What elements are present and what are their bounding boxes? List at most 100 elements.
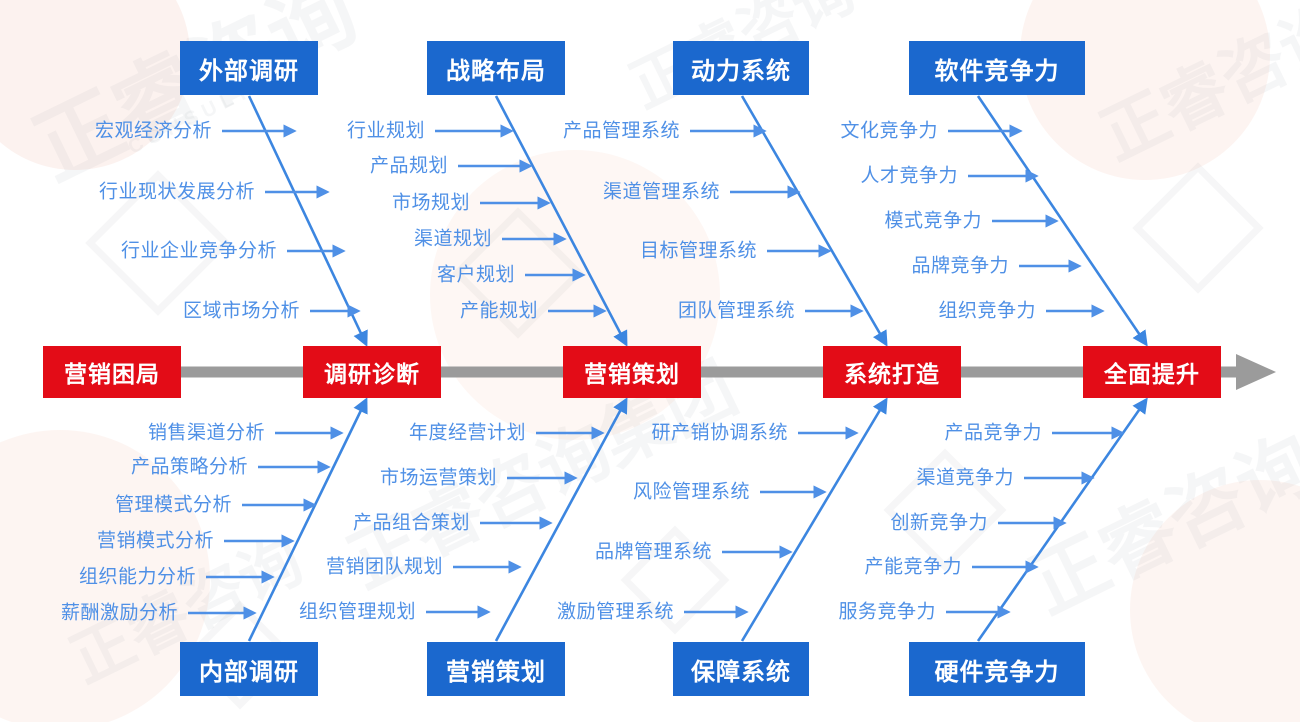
cause-label: 销售渠道分析 (0, 422, 265, 444)
box-label: 动力系统 (691, 57, 791, 85)
cause-text: 产品策略分析 (130, 456, 248, 478)
cause-label: 组织能力分析 (0, 566, 196, 588)
box-label: 营销困局 (64, 361, 160, 387)
category-box-top-3[interactable]: 软件竞争力 (909, 41, 1085, 95)
cause-label: 市场规划 (0, 192, 470, 214)
cause-text: 品牌竞争力 (911, 255, 1009, 277)
cause-label: 产能规划 (0, 300, 538, 322)
rib-bot-1 (247, 397, 368, 642)
cause-label: 年度经营计划 (0, 422, 526, 444)
cause-label: 产品组合策划 (0, 512, 470, 534)
rib-top-1 (247, 95, 368, 347)
cause-text: 品牌管理系统 (594, 541, 712, 563)
cause-label: 宏观经济分析 (0, 120, 212, 142)
box-label: 系统打造 (844, 361, 940, 387)
category-box-bottom-2[interactable]: 保障系统 (673, 642, 809, 696)
rib-bot-3 (740, 397, 888, 642)
box-label: 战略布局 (446, 57, 546, 85)
spine-arrow-head (1236, 354, 1276, 390)
cause-text: 组织能力分析 (78, 566, 196, 588)
cause-label: 团队管理系统 (0, 300, 795, 322)
spine-node-4[interactable]: 全面提升 (1083, 346, 1221, 398)
cause-label: 渠道规划 (0, 229, 492, 249)
cause-text: 模式竞争力 (884, 210, 982, 232)
category-box-top-1[interactable]: 战略布局 (427, 41, 565, 95)
cause-text: 宏观经济分析 (94, 120, 212, 142)
cause-text: 产品组合策划 (352, 512, 470, 534)
cause-text: 行业规划 (346, 120, 425, 142)
category-box-top-2[interactable]: 动力系统 (673, 41, 809, 95)
cause-label: 文化竞争力 (0, 120, 938, 142)
cause-arrows (188, 124, 1125, 620)
category-box-top-0[interactable]: 外部调研 (180, 41, 318, 95)
spine-node-0[interactable]: 营销困局 (43, 346, 181, 398)
cause-text: 产品竞争力 (944, 422, 1042, 444)
box-label: 调研诊断 (324, 361, 420, 387)
cause-text: 市场运营策划 (379, 467, 497, 489)
cause-label: 行业现状发展分析 (0, 181, 255, 203)
cause-label: 品牌管理系统 (0, 541, 712, 563)
cause-text: 市场规划 (391, 192, 470, 214)
cause-label: 营销模式分析 (0, 530, 214, 552)
cause-label: 客户规划 (0, 264, 515, 286)
cause-label: 组织竞争力 (0, 300, 1036, 322)
spine-node-2[interactable]: 营销策划 (563, 346, 701, 398)
category-box-bottom-1[interactable]: 营销策划 (427, 642, 565, 696)
spine-node-1[interactable]: 调研诊断 (303, 346, 441, 398)
cause-text: 管理模式分析 (114, 494, 232, 516)
rib-bot-2 (494, 397, 628, 642)
cause-text: 服务竞争力 (838, 601, 936, 623)
cause-label: 产品策略分析 (0, 456, 248, 478)
box-label: 全面提升 (1104, 361, 1200, 387)
cause-text: 文化竞争力 (840, 120, 938, 142)
category-box-bottom-0[interactable]: 内部调研 (180, 642, 318, 696)
cause-label: 产品规划 (0, 156, 448, 176)
cause-text: 销售渠道分析 (147, 422, 265, 444)
cause-text: 组织竞争力 (938, 300, 1036, 322)
cause-text: 客户规划 (436, 264, 515, 286)
rib-top-4 (976, 95, 1148, 347)
cause-text: 渠道竞争力 (916, 467, 1014, 489)
box-label: 营销策划 (584, 361, 680, 387)
cause-label: 目标管理系统 (0, 241, 757, 261)
cause-label: 研产销协调系统 (0, 422, 788, 444)
cause-label: 产品竞争力 (0, 422, 1042, 444)
cause-label: 服务竞争力 (0, 601, 936, 623)
cause-text: 年度经营计划 (408, 422, 526, 444)
cause-label: 行业规划 (0, 120, 425, 142)
cause-label: 薪酬激励分析 (0, 603, 178, 623)
box-label: 外部调研 (199, 57, 299, 85)
cause-text: 区域市场分析 (182, 300, 300, 322)
box-label: 软件竞争力 (934, 57, 1060, 85)
spine-node-3[interactable]: 系统打造 (823, 346, 961, 398)
box-label: 内部调研 (199, 658, 299, 686)
cause-text: 研产销协调系统 (651, 422, 788, 444)
cause-text: 产能规划 (459, 300, 538, 322)
cause-label: 渠道管理系统 (0, 181, 720, 203)
box-label: 硬件竞争力 (934, 658, 1060, 686)
cause-label: 组织管理规划 (0, 601, 416, 623)
cause-label: 风险管理系统 (0, 482, 750, 502)
cause-label: 模式竞争力 (0, 210, 982, 232)
cause-text: 行业现状发展分析 (98, 181, 255, 203)
category-box-bottom-3[interactable]: 硬件竞争力 (909, 642, 1085, 696)
cause-label: 区域市场分析 (0, 300, 300, 322)
cause-text: 团队管理系统 (677, 300, 795, 322)
cause-label: 创新竞争力 (0, 513, 988, 533)
cause-label: 行业企业竞争分析 (0, 240, 277, 262)
cause-label: 管理模式分析 (0, 494, 232, 516)
cause-text: 营销模式分析 (96, 530, 214, 552)
cause-text: 渠道管理系统 (602, 181, 720, 203)
cause-text: 行业企业竞争分析 (120, 240, 277, 262)
cause-text: 激励管理系统 (556, 601, 674, 623)
cause-label: 市场运营策划 (0, 467, 497, 489)
cause-label: 产能竞争力 (0, 557, 962, 577)
cause-label: 产品管理系统 (0, 121, 680, 141)
cause-text: 组织管理规划 (298, 601, 416, 623)
cause-label: 品牌竞争力 (0, 255, 1009, 277)
box-label: 保障系统 (691, 658, 791, 686)
cause-label: 激励管理系统 (0, 601, 674, 623)
cause-text: 营销团队规划 (325, 556, 443, 578)
